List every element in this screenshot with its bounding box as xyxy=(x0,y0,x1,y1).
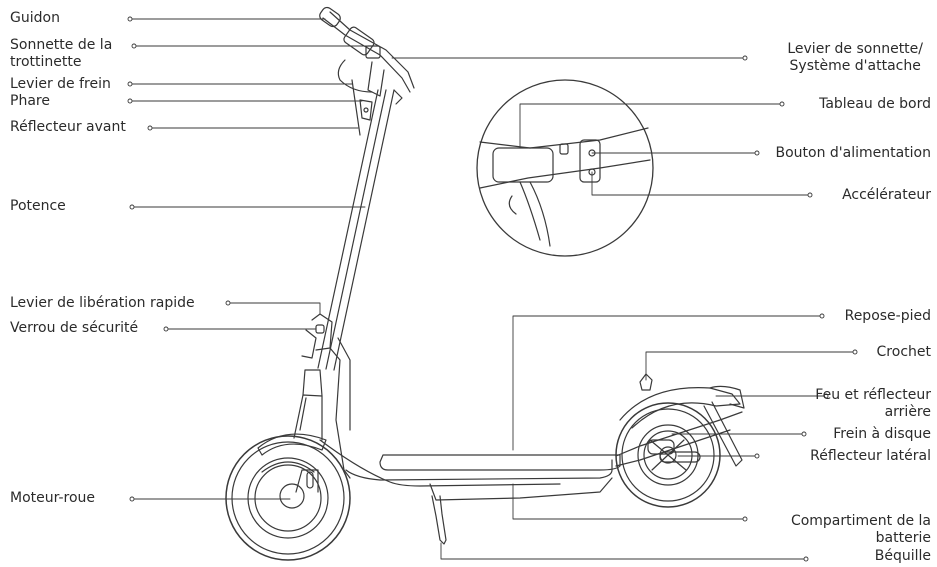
label-compartiment-line2: batterie xyxy=(875,530,931,546)
detail-inset xyxy=(476,79,654,257)
label-levier-frein: Levier de frein xyxy=(10,76,111,92)
label-feu: Feu et réflecteur arrière xyxy=(815,387,931,421)
label-tableau-bord: Tableau de bord xyxy=(819,96,931,112)
rear-wheel xyxy=(615,402,721,508)
label-accelerateur: Accélérateur xyxy=(842,187,931,203)
rear-fender xyxy=(619,385,745,467)
label-levier-sonnette-line1: Levier de sonnette/ xyxy=(787,41,923,57)
label-guidon: Guidon xyxy=(10,10,60,26)
deck xyxy=(319,411,743,501)
label-levier-liberation: Levier de libération rapide xyxy=(10,295,195,311)
kickstand-shape xyxy=(431,495,447,545)
label-phare: Phare xyxy=(10,93,50,109)
scooter-illustration xyxy=(225,6,745,561)
dot-phare xyxy=(127,98,133,104)
dot-accelerateur xyxy=(807,192,813,198)
label-sonnette-line2: trottinette xyxy=(10,54,82,70)
front-fender xyxy=(257,433,327,456)
dot-verrou xyxy=(163,326,169,332)
label-levier-sonnette-line2: Système d'attache xyxy=(789,58,921,74)
label-frein-disque: Frein à disque xyxy=(833,426,931,442)
label-sonnette: Sonnette de la trottinette xyxy=(10,37,112,71)
dot-levier-frein xyxy=(127,81,133,87)
label-compartiment: Compartiment de la batterie xyxy=(791,513,931,547)
label-repose-pied: Repose-pied xyxy=(844,308,931,324)
label-levier-sonnette: Levier de sonnette/ Système d'attache xyxy=(787,41,923,75)
fork xyxy=(293,369,323,493)
label-sonnette-line1: Sonnette de la xyxy=(10,37,113,53)
label-verrou: Verrou de sécurité xyxy=(10,320,139,336)
label-reflecteur-avant: Réflecteur avant xyxy=(10,119,126,135)
dot-moteur-roue xyxy=(129,496,135,502)
dot-reflecteur-lateral xyxy=(754,453,760,459)
dot-crochet xyxy=(852,349,858,355)
dot-bequille xyxy=(803,556,809,562)
dot-compartiment xyxy=(742,516,748,522)
label-moteur-roue: Moteur-roue xyxy=(10,490,96,506)
label-bequille: Béquille xyxy=(874,548,931,564)
label-potence: Potence xyxy=(10,198,66,214)
dot-feu xyxy=(823,393,829,399)
dot-potence xyxy=(129,204,135,210)
dot-reflecteur-avant xyxy=(147,125,153,131)
dot-frein-disque xyxy=(801,431,807,437)
label-crochet: Crochet xyxy=(876,344,931,360)
hook-shape xyxy=(639,373,653,391)
label-bouton-alim: Bouton d'alimentation xyxy=(775,145,931,161)
label-reflecteur-lateral: Réflecteur latéral xyxy=(810,448,931,464)
dot-sonnette xyxy=(131,43,137,49)
leader-lines xyxy=(129,18,856,560)
handlebar xyxy=(319,6,415,136)
folding-mechanism xyxy=(301,313,351,479)
dot-guidon xyxy=(127,16,133,22)
label-feu-line2: arrière xyxy=(884,404,931,420)
dot-tableau-bord xyxy=(779,101,785,107)
front-wheel xyxy=(225,435,351,561)
label-feu-line1: Feu et réflecteur xyxy=(815,387,931,403)
stem xyxy=(317,89,395,371)
label-compartiment-line1: Compartiment de la xyxy=(790,513,931,529)
dot-repose-pied xyxy=(819,313,825,319)
dot-levier-sonnette xyxy=(742,55,748,61)
leader-endpoints xyxy=(127,16,858,562)
dot-bouton-alim xyxy=(754,150,760,156)
dot-levier-liberation xyxy=(225,300,231,306)
disc-brake xyxy=(647,439,701,463)
